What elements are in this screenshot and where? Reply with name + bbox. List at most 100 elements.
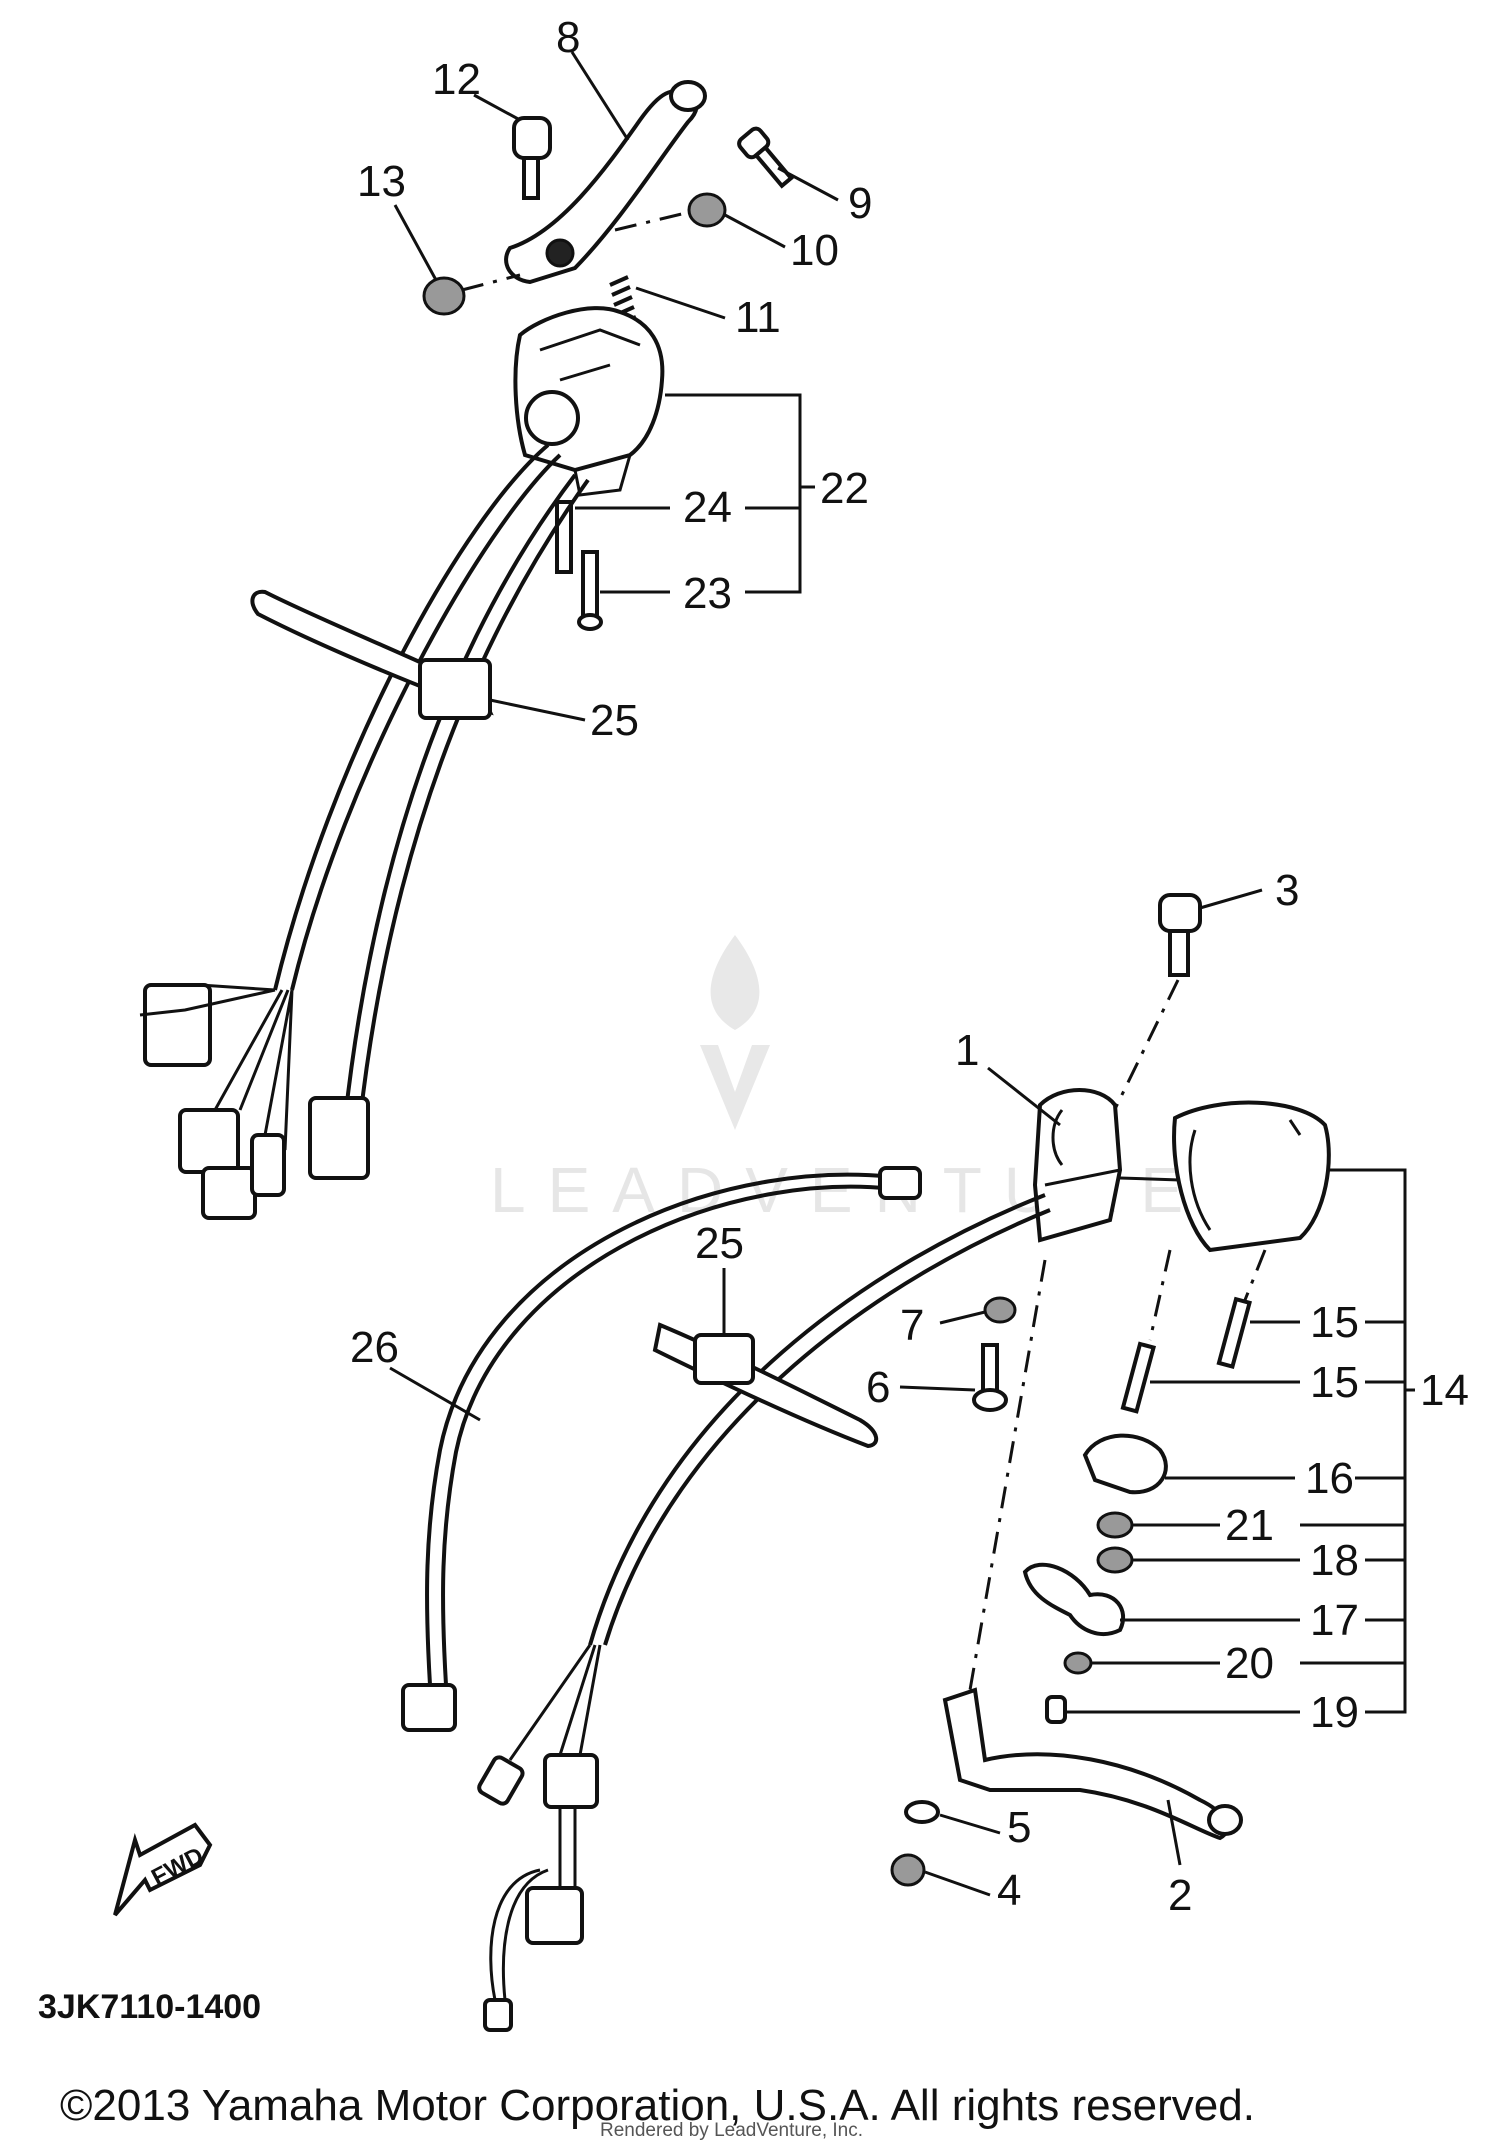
callout-25-lower: 25 (695, 1219, 744, 1268)
lower-connector-b (477, 1755, 525, 1806)
upper-wire-d (358, 478, 590, 1121)
leader-13 (393, 204, 438, 281)
part-22-housing-detail (539, 328, 641, 497)
watermark-v-icon (700, 1045, 770, 1130)
copyright: ©2013 Yamaha Motor Corporation, U.S.A. A… (60, 2081, 1255, 2130)
part-5-washer (904, 1800, 940, 1824)
assembly-line-screw-15b (1148, 1249, 1172, 1341)
leader-7 (939, 1310, 986, 1325)
part-number: 3JK7110-1400 (38, 1988, 261, 2026)
part-12-bolt-shaft (522, 156, 540, 200)
callout-10: 10 (790, 226, 839, 275)
assembly-line-screw-15a (1243, 1249, 1267, 1301)
callout-9: 9 (848, 179, 872, 228)
part-6-bolt-head (972, 1388, 1008, 1412)
part-23-screw (581, 550, 599, 624)
callout-8: 8 (556, 13, 580, 62)
callout-7: 7 (900, 1301, 924, 1350)
callout-22: 22 (820, 464, 869, 513)
part-21-washer (1096, 1511, 1134, 1539)
lower-wire-b (603, 1208, 1051, 1646)
callout-26: 26 (350, 1323, 399, 1372)
upper-assembly (139, 80, 794, 1220)
callout-3: 3 (1275, 866, 1299, 915)
leader-25-upper (489, 698, 586, 722)
upper-wire-b (290, 453, 562, 991)
callout-14: 14 (1420, 1366, 1469, 1415)
assembly-line-upper-b (461, 273, 521, 292)
upper-connector-b (178, 1108, 240, 1174)
lower-connector-d (483, 1998, 513, 2032)
leader-8 (570, 51, 630, 141)
part-13-nut (422, 276, 466, 316)
part-4-nut (890, 1853, 926, 1887)
lower-assembly (113, 893, 1331, 2032)
upper-connector-a (143, 983, 212, 1067)
part-16-bracket (1082, 1433, 1168, 1495)
part-26-cable (425, 1172, 916, 1686)
part-25-tie-clip-lower (693, 1333, 755, 1385)
part-8-lever-tip (669, 80, 707, 112)
lower-wire-a (588, 1193, 1046, 1646)
part-19-screw (1045, 1695, 1067, 1724)
part-10-nut (687, 192, 727, 228)
part-15-screw-lower (1120, 1341, 1157, 1414)
callout-18: 18 (1310, 1536, 1359, 1585)
part-11-spring (609, 275, 637, 327)
part-25-tie-clip-upper (418, 658, 492, 720)
watermark-flame-icon (710, 935, 760, 1030)
part-1-bracket-detail (1044, 1109, 1121, 1187)
leader-2 (1166, 1799, 1182, 1866)
callout-21: 21 (1225, 1501, 1274, 1550)
part-22-housing-port (524, 390, 580, 446)
callout-19: 19 (1310, 1688, 1359, 1737)
callout-13: 13 (357, 157, 406, 206)
callout-15-upper: 15 (1310, 1298, 1359, 1347)
callout-11: 11 (735, 293, 781, 342)
callout-5: 5 (1007, 1803, 1031, 1852)
callout-2: 2 (1168, 1871, 1192, 1920)
callout-6: 6 (866, 1363, 890, 1412)
upper-wire-c (343, 473, 577, 1121)
part-15-screw-upper (1216, 1296, 1252, 1370)
leader-lines (389, 51, 1415, 1897)
lower-connector-a (543, 1753, 599, 1809)
part-1-bracket (1032, 1088, 1123, 1243)
callout-numbers: 8 12 13 9 10 11 22 24 23 25 3 1 26 25 7 … (350, 13, 1469, 1920)
leader-9 (777, 166, 839, 202)
part-25-cable-tie-lower (652, 1322, 879, 1449)
callout-15-lower: 15 (1310, 1358, 1359, 1407)
part-26-connector (401, 1683, 457, 1732)
callout-12: 12 (432, 55, 481, 104)
part-3-bolt-head (1158, 893, 1202, 933)
part-14-switch-housing (1172, 1100, 1331, 1253)
callout-23: 23 (683, 569, 732, 618)
leader-6 (899, 1385, 976, 1392)
part-9-screw (737, 126, 794, 189)
upper-connector-e (308, 1096, 370, 1180)
part-26-cable-inner (441, 1184, 916, 1686)
callout-25-upper: 25 (590, 696, 639, 745)
part-23-screw-head (577, 613, 603, 631)
part-7-washer (983, 1296, 1017, 1324)
part-2-lever-tip (1207, 1804, 1243, 1836)
leader-11 (635, 286, 726, 320)
lower-connector-leads (489, 1644, 602, 2001)
leader-3 (1199, 888, 1263, 910)
callout-24: 24 (683, 483, 732, 532)
part-26-end-fitting (878, 1166, 922, 1200)
leader-12 (473, 93, 521, 122)
callout-4: 4 (997, 1866, 1021, 1915)
leader-4 (924, 1870, 991, 1897)
callout-20: 20 (1225, 1639, 1274, 1688)
leader-1 (987, 1066, 1061, 1127)
rendered-by: Rendered by LeadVenture, Inc. (600, 2120, 863, 2141)
lower-connector-c (525, 1886, 584, 1945)
assembly-line-upper-a (614, 210, 691, 232)
assembly-line-lever-2 (968, 1259, 1047, 1691)
upper-connector-d (250, 1133, 286, 1197)
leader-22-bracket (665, 393, 815, 594)
leader-5 (939, 1813, 1001, 1835)
part-18-washer (1096, 1546, 1134, 1574)
